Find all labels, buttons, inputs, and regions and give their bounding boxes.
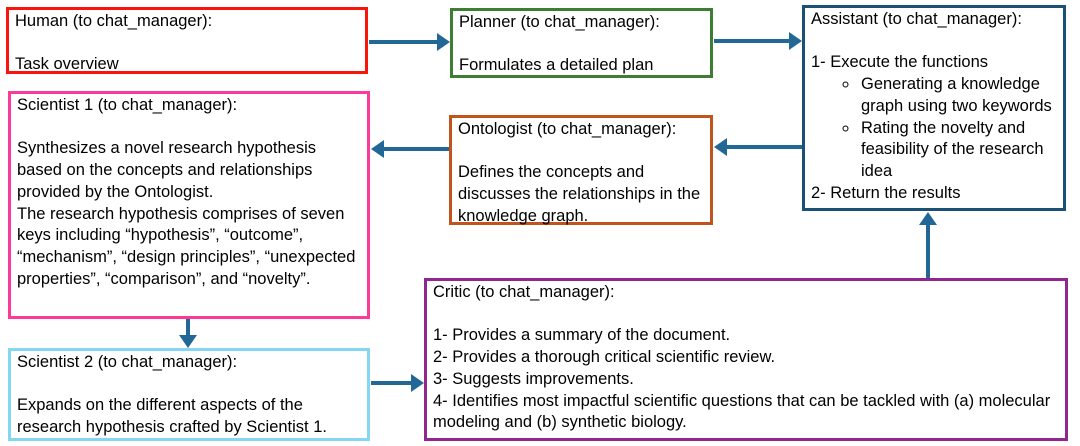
human-agent-box: Human (to chat_manager): Task overview <box>6 7 368 74</box>
critic-agent-box: Critic (to chat_manager): 1- Provides a … <box>424 278 1068 441</box>
assistant-step-1: 1- Execute the functions <box>811 53 989 72</box>
spacer <box>433 304 1059 326</box>
arrow-shaft <box>371 381 413 385</box>
arrow-shaft <box>369 40 439 44</box>
assistant-bullet-knowledge-graph: Generating a knowledge graph using two k… <box>859 74 1057 117</box>
arrow-shaft <box>714 39 791 43</box>
critic-box-body: 1- Provides a summary of the document. 2… <box>433 325 1059 434</box>
arrow-head-right-icon <box>437 33 450 51</box>
scientist1-box-body: Synthesizes a novel research hypothesis … <box>17 138 361 290</box>
planner-box-title: Planner (to chat_manager): <box>459 13 660 31</box>
planner-agent-box: Planner (to chat_manager): Formulates a … <box>450 8 713 78</box>
assistant-box-title: Assistant (to chat_manager): <box>811 10 1022 28</box>
arrow-head-left-icon <box>714 138 727 156</box>
scientist1-paragraph-2: The research hypothesis comprises of sev… <box>17 204 356 288</box>
assistant-box-body: 1- Execute the functions Generating a kn… <box>811 52 1057 204</box>
arrow-shaft <box>383 147 449 151</box>
spacer <box>459 34 704 56</box>
arrow-shaft <box>926 224 930 278</box>
ontologist-box-body: Defines the concepts and discusses the r… <box>458 163 701 225</box>
assistant-agent-box: Assistant (to chat_manager): 1- Execute … <box>802 5 1066 211</box>
critic-item-2: 2- Provides a thorough critical scientif… <box>433 348 776 367</box>
critic-item-1: 1- Provides a summary of the document. <box>433 326 731 345</box>
scientist2-box-body: Expands on the different aspects of the … <box>17 396 327 437</box>
human-box-body: Task overview <box>15 55 119 74</box>
arrow-head-right-icon <box>789 32 802 50</box>
spacer <box>15 33 359 55</box>
arrow-head-up-icon <box>919 212 937 225</box>
arrow-head-left-icon <box>371 140 384 158</box>
assistant-bullet-list: Generating a knowledge graph using two k… <box>811 74 1057 183</box>
scientist1-box-title: Scientist 1 (to chat_manager): <box>17 96 238 114</box>
scientist1-paragraph-1: Synthesizes a novel research hypothesis … <box>17 139 316 201</box>
scientist1-agent-box: Scientist 1 (to chat_manager): Synthesiz… <box>8 91 370 319</box>
critic-item-3: 3- Suggests improvements. <box>433 369 634 388</box>
spacer <box>811 31 1057 53</box>
assistant-step-2: 2- Return the results <box>811 183 961 202</box>
critic-box-title: Critic (to chat_manager): <box>433 283 615 301</box>
spacer <box>458 141 704 163</box>
ontologist-box-title: Ontologist (to chat_manager): <box>458 120 677 138</box>
arrow-head-right-icon <box>411 374 424 392</box>
scientist2-box-title: Scientist 2 (to chat_manager): <box>17 353 238 371</box>
spacer <box>17 117 361 139</box>
spacer <box>17 374 361 396</box>
scientist2-agent-box: Scientist 2 (to chat_manager): Expands o… <box>8 348 370 441</box>
arrow-shaft <box>186 319 190 336</box>
assistant-bullet-novelty-rating: Rating the novelty and feasibility of th… <box>859 118 1057 183</box>
critic-item-4: 4- Identifies most impactful scientific … <box>433 391 1051 432</box>
planner-box-body: Formulates a detailed plan <box>459 56 654 75</box>
arrow-head-down-icon <box>179 335 197 348</box>
ontologist-agent-box: Ontologist (to chat_manager): Defines th… <box>449 115 713 225</box>
arrow-shaft <box>726 145 802 149</box>
human-box-title: Human (to chat_manager): <box>15 12 213 30</box>
